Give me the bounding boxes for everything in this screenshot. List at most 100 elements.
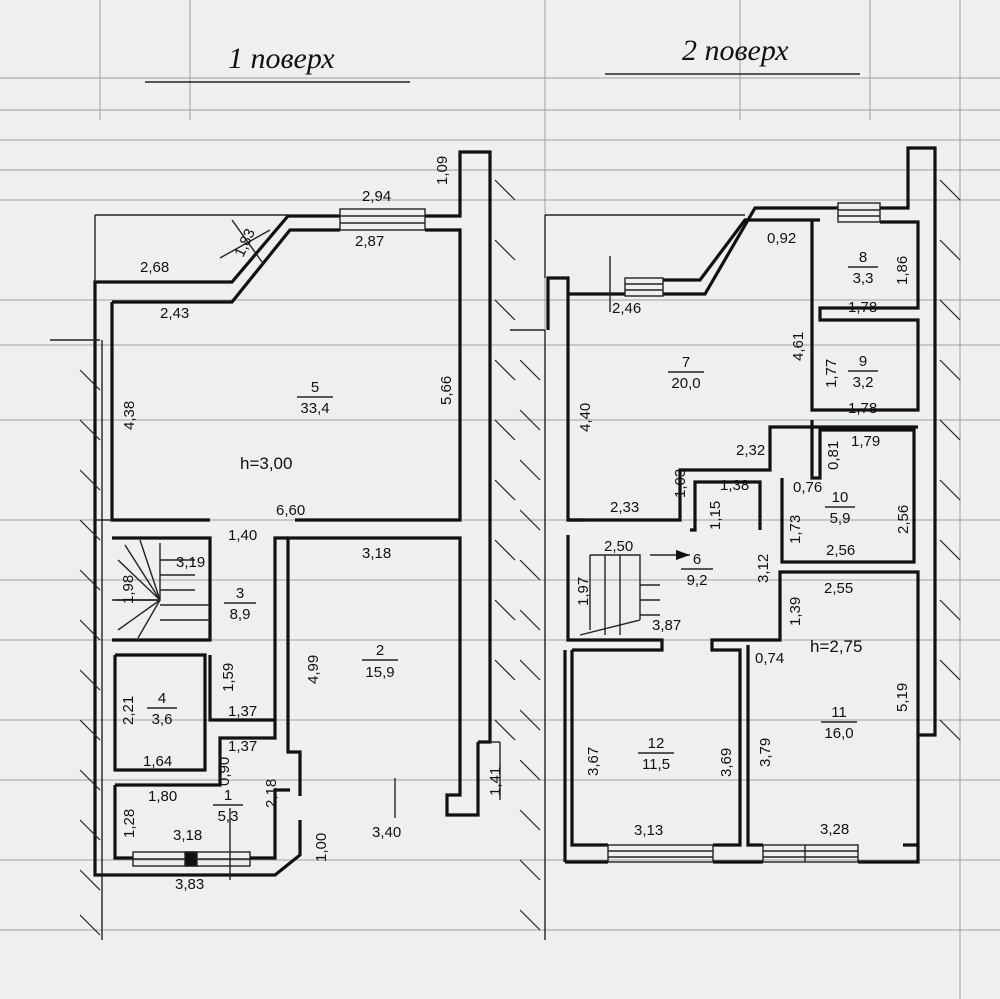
svg-text:5,66: 5,66: [438, 376, 455, 405]
floor-2-dimensions: 0,92 1,86 1,78 2,46 4,61 4,40 1,77 1,78 …: [575, 230, 912, 839]
svg-text:0,74: 0,74: [755, 650, 784, 667]
svg-text:4,38: 4,38: [121, 401, 138, 430]
floor-2-windows: [607, 202, 881, 863]
svg-text:1,03: 1,03: [672, 469, 689, 498]
svg-text:1,09: 1,09: [434, 156, 451, 185]
floor-2-room-labels: 6 9,2 7 20,0 8 3,3 9 3,2 10: [638, 249, 878, 773]
svg-text:2,68: 2,68: [140, 259, 169, 276]
svg-text:0,92: 0,92: [767, 230, 796, 247]
svg-text:7: 7: [682, 354, 690, 371]
svg-text:3,12: 3,12: [755, 554, 772, 583]
svg-text:1: 1: [224, 787, 232, 804]
svg-text:1,64: 1,64: [143, 753, 172, 770]
room-9-label: 9 3,2: [848, 353, 878, 391]
svg-text:2,55: 2,55: [824, 580, 853, 597]
svg-text:16,0: 16,0: [824, 725, 853, 742]
svg-text:11,5: 11,5: [642, 756, 670, 773]
svg-text:6: 6: [693, 551, 701, 568]
svg-text:2,56: 2,56: [895, 505, 912, 534]
room-7-label: 7 20,0: [668, 354, 704, 392]
svg-text:1,00: 1,00: [313, 833, 330, 862]
room-11-label: 11 16,0: [821, 704, 857, 742]
svg-text:1,38: 1,38: [720, 477, 749, 494]
svg-text:2,87: 2,87: [355, 233, 384, 250]
svg-text:2,94: 2,94: [362, 188, 391, 205]
svg-text:3,40: 3,40: [372, 824, 401, 841]
floor-1-plan: 1 поверх: [50, 42, 516, 940]
svg-text:5,19: 5,19: [894, 683, 911, 712]
room-5-label: 5 33,4: [297, 379, 333, 417]
svg-text:5,3: 5,3: [218, 808, 239, 825]
svg-text:20,0: 20,0: [671, 375, 700, 392]
svg-text:1,37: 1,37: [228, 703, 257, 720]
svg-text:1,15: 1,15: [707, 501, 724, 530]
svg-text:1,80: 1,80: [148, 788, 177, 805]
svg-text:2,46: 2,46: [612, 300, 641, 317]
svg-text:4,40: 4,40: [577, 403, 594, 432]
floor-1-height-note: h=3,00: [240, 454, 292, 473]
svg-text:2,43: 2,43: [160, 305, 189, 322]
svg-text:11: 11: [831, 704, 847, 721]
room-1-label: 1 5,3: [213, 787, 243, 825]
room-6-label: 6 9,2: [681, 551, 713, 589]
svg-text:3,79: 3,79: [757, 738, 774, 767]
svg-text:2,21: 2,21: [120, 696, 137, 725]
svg-text:33,4: 33,4: [300, 400, 329, 417]
svg-text:2,33: 2,33: [610, 499, 639, 516]
svg-text:3,18: 3,18: [362, 545, 391, 562]
floor-1-windows: [132, 208, 426, 867]
svg-text:1,39: 1,39: [787, 597, 804, 626]
svg-text:2,50: 2,50: [604, 538, 633, 555]
svg-text:3,69: 3,69: [718, 748, 735, 777]
floor-2-staircase: [579, 256, 690, 636]
room-3-label: 3 8,9: [224, 585, 256, 623]
svg-text:3,13: 3,13: [634, 822, 663, 839]
room-2-label: 2 15,9: [362, 642, 398, 681]
floor-1-hatching: [50, 179, 516, 940]
svg-text:3,83: 3,83: [175, 876, 204, 893]
svg-text:1,97: 1,97: [575, 577, 592, 606]
svg-text:12: 12: [648, 735, 665, 752]
svg-text:8: 8: [859, 249, 867, 266]
svg-text:1,73: 1,73: [787, 515, 804, 544]
room-8-label: 8 3,3: [848, 249, 878, 287]
svg-text:9,2: 9,2: [687, 572, 708, 589]
svg-text:5: 5: [311, 379, 319, 396]
floor-2-title: 2 поверх: [682, 34, 789, 67]
svg-text:6,60: 6,60: [276, 502, 305, 519]
svg-text:3,18: 3,18: [173, 827, 202, 844]
svg-text:3,2: 3,2: [853, 374, 874, 391]
svg-text:1,98: 1,98: [120, 575, 137, 604]
floor-1-title: 1 поверх: [228, 42, 335, 75]
svg-text:3,19: 3,19: [176, 554, 205, 571]
svg-text:1,59: 1,59: [220, 663, 237, 692]
svg-text:3: 3: [236, 585, 244, 602]
svg-text:1,40: 1,40: [228, 527, 257, 544]
svg-text:4,99: 4,99: [305, 655, 322, 684]
floor-2-hatching: [510, 179, 961, 940]
svg-text:3,6: 3,6: [152, 711, 173, 728]
svg-text:10: 10: [832, 489, 849, 506]
svg-text:0,76: 0,76: [793, 479, 822, 496]
svg-text:2,56: 2,56: [826, 542, 855, 559]
svg-text:2,32: 2,32: [736, 442, 765, 459]
svg-text:1,86: 1,86: [894, 256, 911, 285]
svg-text:1,41: 1,41: [487, 767, 504, 796]
svg-text:0,90: 0,90: [216, 757, 233, 786]
svg-text:15,9: 15,9: [365, 664, 394, 681]
svg-text:5,9: 5,9: [830, 510, 851, 527]
room-10-label: 10 5,9: [825, 489, 855, 527]
svg-text:4: 4: [158, 690, 166, 707]
svg-text:4,61: 4,61: [790, 332, 807, 361]
room-12-label: 12 11,5: [638, 735, 674, 773]
svg-text:1,79: 1,79: [851, 433, 880, 450]
floor-1-dimensions: 2,94 2,87 1,09 1,83 2,68 2,43 4,38 5,66 …: [120, 156, 504, 893]
floor-1-walls: [93, 150, 492, 877]
svg-text:1,77: 1,77: [823, 359, 840, 388]
floor-2-walls: [544, 146, 937, 864]
svg-text:1,78: 1,78: [848, 299, 877, 316]
floor-1-staircase: [112, 539, 210, 639]
svg-text:1,28: 1,28: [121, 809, 138, 838]
